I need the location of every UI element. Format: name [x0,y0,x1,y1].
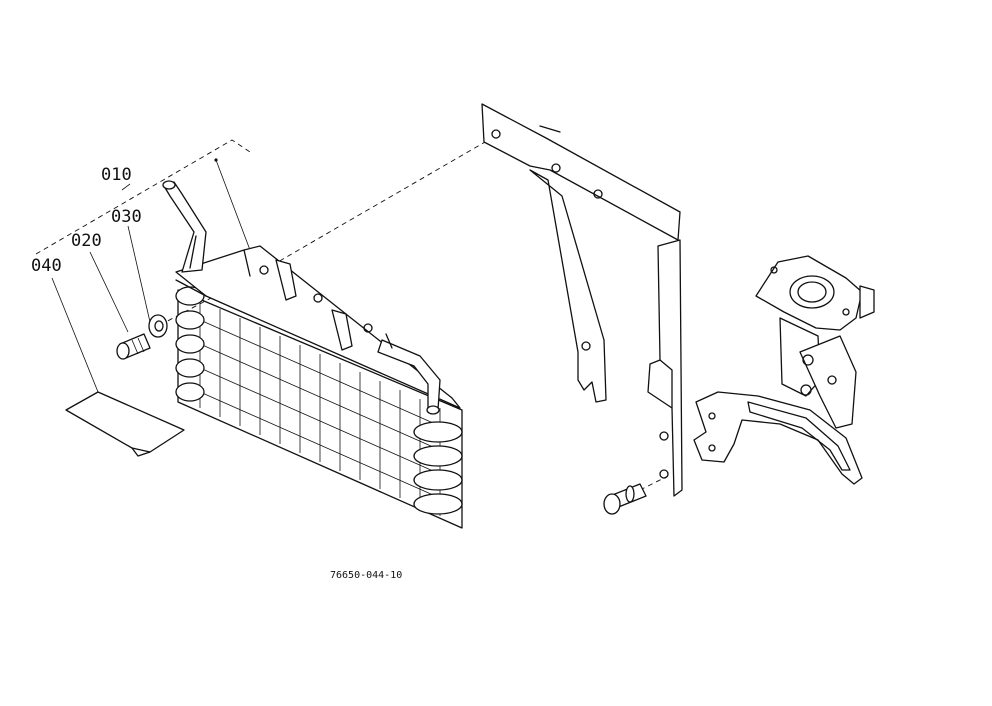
callout-020[interactable]: 020 [71,231,102,251]
callout-010[interactable]: 010 [101,165,132,185]
group-bracket [35,139,251,393]
mounting-bracket[interactable] [481,103,683,497]
callout-030[interactable]: 030 [111,207,142,227]
washer[interactable] [148,314,168,338]
adjustment-arm[interactable] [693,391,863,485]
flange-bolt[interactable] [603,483,647,515]
callout-040[interactable]: 040 [31,256,62,276]
oil-cooler[interactable] [162,180,463,529]
bolt[interactable] [116,333,151,360]
water-flange[interactable] [755,255,875,429]
drawing-code: 76650-044-10 [330,570,402,581]
label-plate[interactable] [65,391,185,457]
